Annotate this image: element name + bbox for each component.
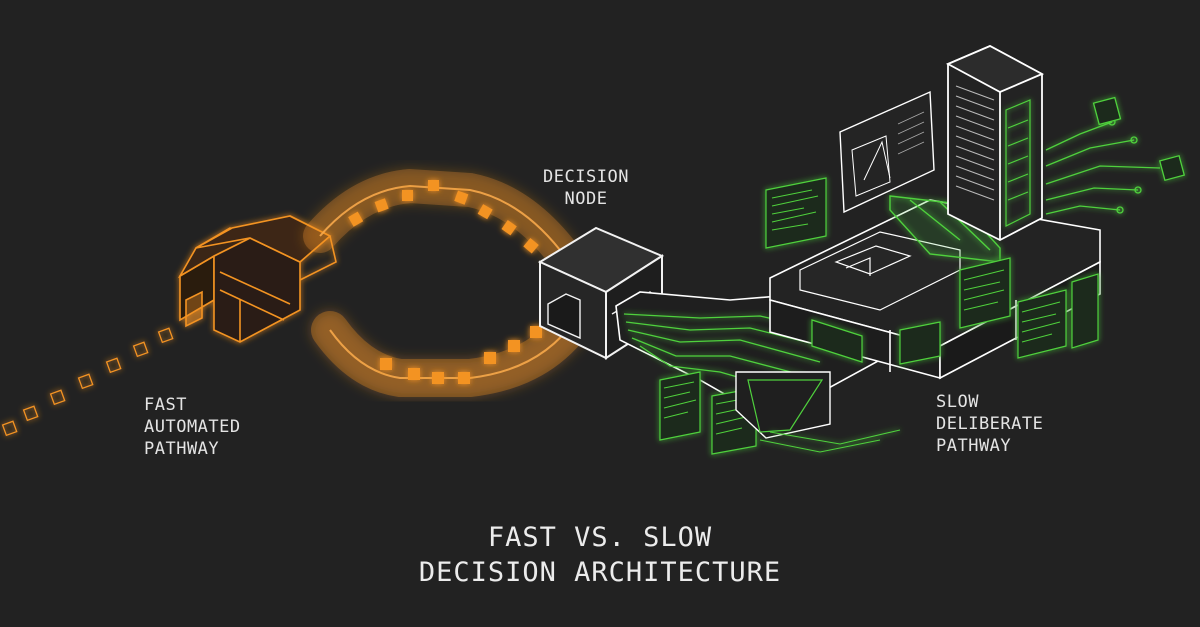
title-line-1: FAST VS. SLOW [487,522,713,553]
blueprint-monitor [839,90,935,214]
circuit-branches [1045,96,1186,215]
decision-node-label: DECISION NODE [543,167,629,209]
analysis-box [735,371,831,439]
fast-pathway [1,168,594,437]
data-tower [945,45,1045,242]
lower-traces [759,429,901,453]
title-line-2: DECISION ARCHITECTURE [418,557,782,588]
fast-input-stream [1,327,174,437]
automated-module [177,215,337,343]
diagram-title: FAST VS. SLOW DECISION ARCHITECTURE [300,520,900,590]
fast-upper-cubes [348,180,539,254]
fast-pathway-label: FAST AUTOMATED PATHWAY [144,395,241,459]
code-panels [659,177,1099,455]
slow-pathway [615,45,1186,455]
slow-pathway-label: SLOW DELIBERATE PATHWAY [936,392,1044,456]
